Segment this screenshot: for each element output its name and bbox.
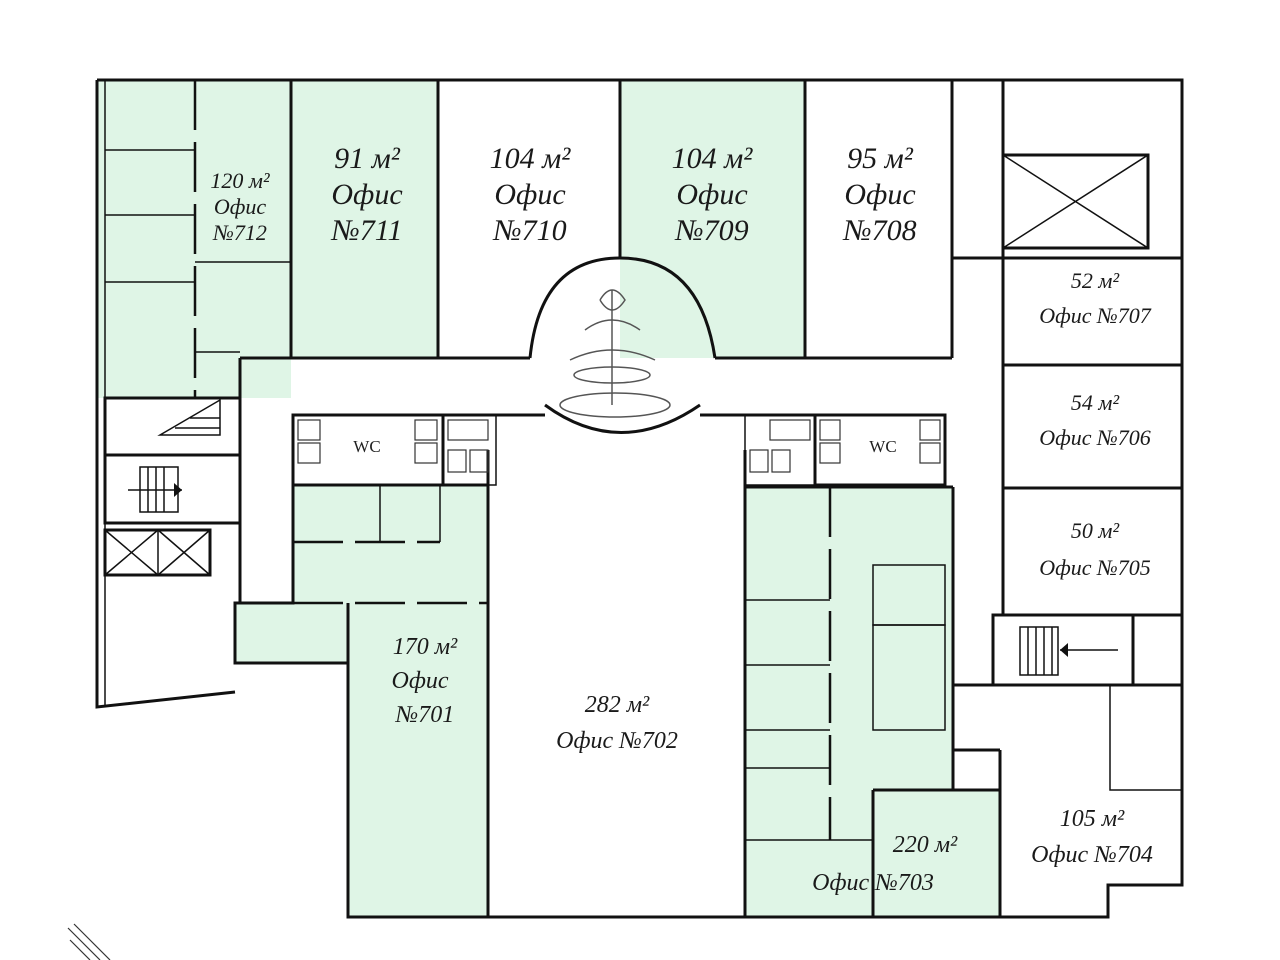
room-708-type: Офис bbox=[844, 178, 915, 211]
corner-marks bbox=[67, 923, 111, 960]
room-712-type: Офис bbox=[214, 194, 267, 219]
room-709-number: №709 bbox=[674, 214, 748, 247]
room-701-number: №701 bbox=[395, 702, 455, 728]
room-710-type: Офис bbox=[494, 178, 565, 211]
left-lifts bbox=[103, 528, 212, 577]
room-709-area: 104 м² bbox=[672, 142, 754, 175]
fountain-icon bbox=[559, 289, 671, 418]
room-705-area: 50 м² bbox=[1071, 518, 1120, 543]
room-702-label: Офис №702 bbox=[556, 728, 678, 754]
room-707-area: 52 м² bbox=[1071, 268, 1120, 293]
room-706: 54 м² Офис №706 bbox=[1039, 390, 1151, 450]
elevator-shaft bbox=[1001, 153, 1150, 250]
room-710-number: №710 bbox=[492, 214, 566, 247]
room-711-type: Офис bbox=[331, 178, 402, 211]
room-705-label: Офис №705 bbox=[1039, 555, 1151, 580]
room-711-fill bbox=[291, 80, 438, 358]
room-701-left-fill bbox=[235, 603, 348, 663]
room-702-area: 282 м² bbox=[585, 692, 650, 718]
room-711-area: 91 м² bbox=[334, 142, 401, 175]
room-701-area: 170 м² bbox=[393, 634, 458, 660]
room-709: 104 м² Офис №709 bbox=[672, 142, 754, 247]
left-staircase bbox=[103, 396, 242, 525]
room-708-number: №708 bbox=[842, 214, 916, 247]
room-705: 50 м² Офис №705 bbox=[1039, 518, 1151, 580]
room-712: 120 м² Офис №712 bbox=[210, 168, 270, 245]
right-staircase bbox=[991, 613, 1135, 687]
room-704-label: Офис №704 bbox=[1031, 842, 1153, 868]
room-708: 95 м² Офис №708 bbox=[842, 142, 916, 247]
room-707-label: Офис №707 bbox=[1039, 303, 1152, 328]
room-708-area: 95 м² bbox=[847, 142, 914, 175]
room-701-type: Офис bbox=[391, 668, 448, 694]
wc-left-label: WC bbox=[353, 437, 380, 456]
room-711-number: №711 bbox=[330, 214, 402, 247]
room-703-walls bbox=[743, 450, 1000, 917]
room-701-annex-fill bbox=[293, 485, 488, 603]
wc-right: WC bbox=[744, 413, 947, 487]
fountain-hall bbox=[528, 256, 717, 434]
room-704-area: 105 м² bbox=[1060, 806, 1125, 832]
room-712-number: №712 bbox=[212, 220, 267, 245]
room-712-area: 120 м² bbox=[210, 168, 270, 193]
room-703-area: 220 м² bbox=[893, 832, 958, 858]
room-704-walls bbox=[951, 683, 1182, 917]
room-702: 282 м² Офис №702 bbox=[556, 692, 678, 754]
wc-right-label: WC bbox=[869, 437, 896, 456]
room-709-fill bbox=[620, 80, 805, 358]
room-701: 170 м² Офис №701 bbox=[391, 634, 458, 728]
room-703-label: Офис №703 bbox=[812, 870, 934, 896]
room-711: 91 м² Офис №711 bbox=[330, 142, 402, 247]
wc-left: WC bbox=[291, 413, 497, 487]
room-704: 105 м² Офис №704 bbox=[1031, 806, 1153, 868]
corridor-walls bbox=[238, 356, 947, 603]
room-709-type: Офис bbox=[676, 178, 747, 211]
room-706-label: Офис №706 bbox=[1039, 425, 1151, 450]
room-710-area: 104 м² bbox=[490, 142, 572, 175]
room-710: 104 м² Офис №710 bbox=[490, 142, 572, 247]
room-703: 220 м² Офис №703 bbox=[812, 832, 958, 896]
room-701-fill bbox=[348, 603, 488, 918]
room-706-area: 54 м² bbox=[1071, 390, 1120, 415]
room-707: 52 м² Офис №707 bbox=[1039, 268, 1152, 328]
room-labels: 120 м² Офис №712 91 м² Офис №711 104 м² … bbox=[210, 142, 1152, 896]
